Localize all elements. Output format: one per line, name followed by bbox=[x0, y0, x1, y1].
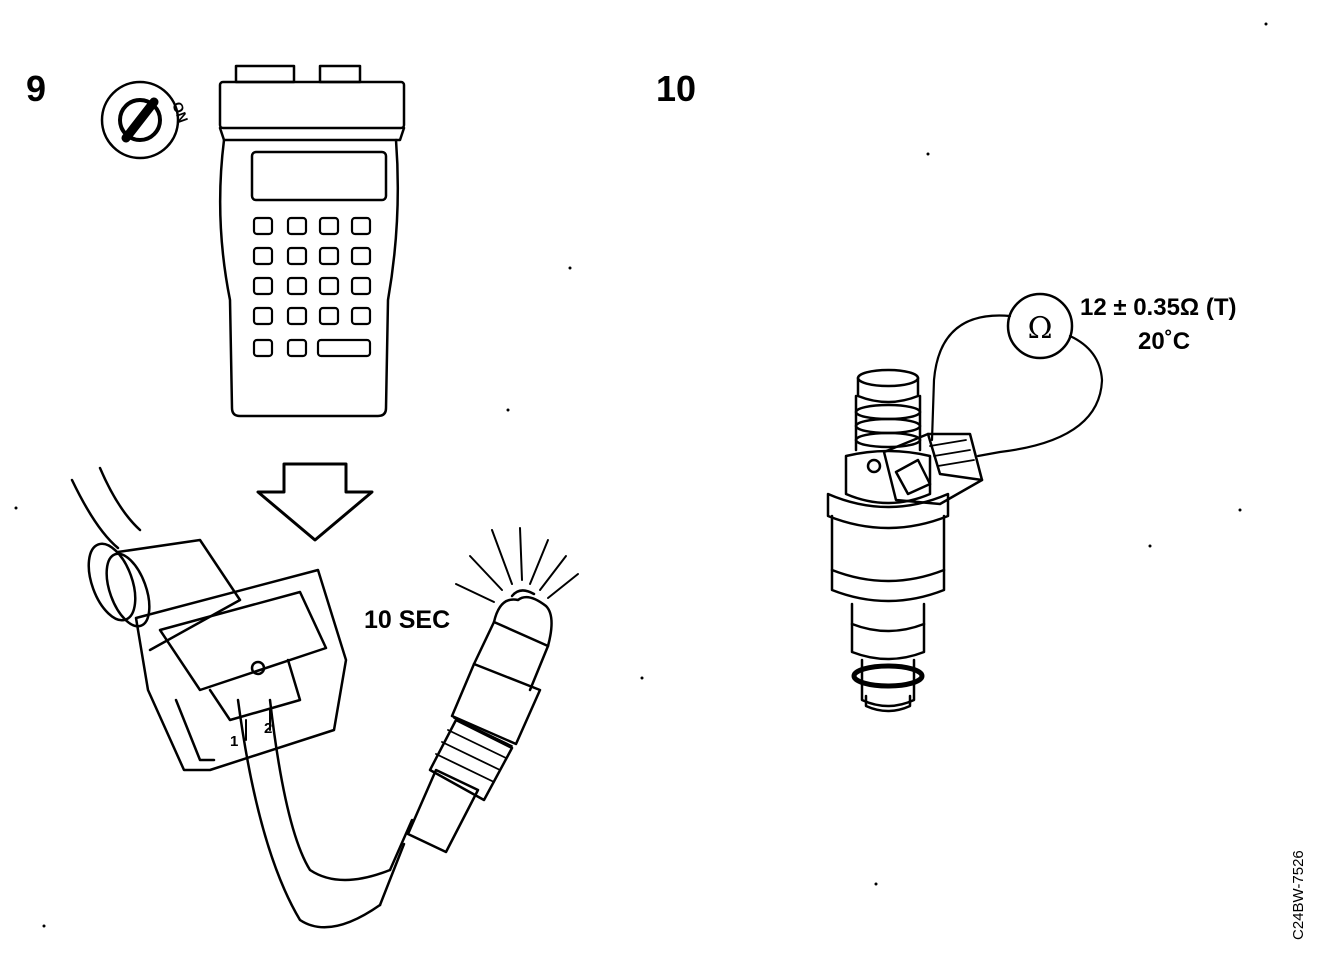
test-light-icon bbox=[408, 590, 552, 852]
step-9-number: 9 bbox=[26, 68, 47, 109]
meter-leads bbox=[932, 316, 1102, 456]
temperature-label: 20˚C bbox=[1138, 328, 1191, 355]
led-duration-label: 10 SEC bbox=[364, 606, 451, 634]
resistance-spec-label: 12 ± 0.35Ω (T) bbox=[1080, 294, 1237, 321]
connector-icon bbox=[80, 538, 346, 770]
scan-tool-icon bbox=[220, 66, 404, 416]
wire-harness bbox=[72, 468, 412, 927]
down-arrow-icon bbox=[258, 464, 372, 540]
step-10-number: 10 bbox=[656, 68, 697, 109]
light-rays-icon bbox=[456, 528, 578, 602]
fuel-injector-icon bbox=[828, 370, 982, 711]
print-speckles bbox=[14, 22, 1268, 928]
connector-pin-1-label: 1 bbox=[230, 733, 239, 750]
ohmmeter-icon: Ω bbox=[1008, 294, 1072, 358]
ignition-on-label: ON bbox=[169, 100, 191, 125]
ignition-key-icon: ON bbox=[102, 82, 191, 158]
connector-pin-2-label: 2 bbox=[264, 720, 273, 737]
scan-tool-keypad bbox=[254, 218, 370, 356]
ohm-symbol: Ω bbox=[1028, 311, 1053, 346]
figure-code-label: C24BW-7526 bbox=[1290, 850, 1307, 940]
